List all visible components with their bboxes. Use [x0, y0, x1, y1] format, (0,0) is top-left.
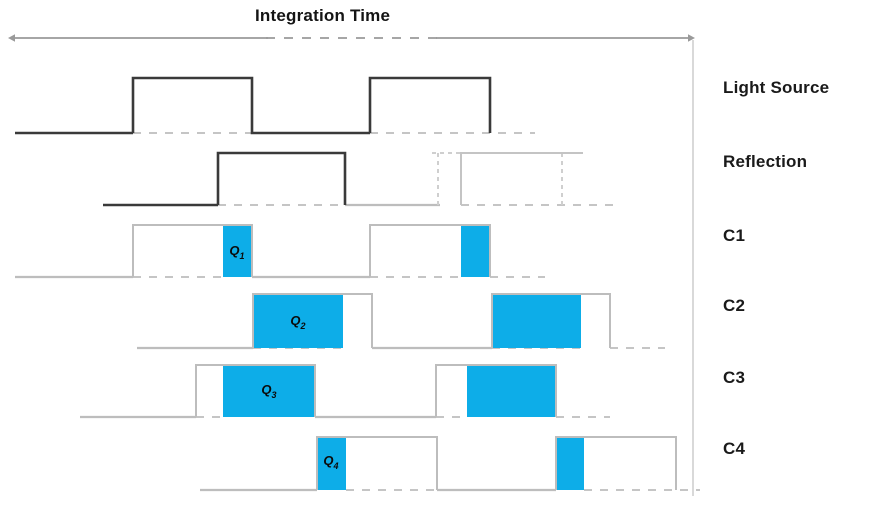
- row-label-reflection: Reflection: [723, 152, 808, 171]
- waveform-c4: [200, 436, 700, 492]
- charge-fill-q4: [317, 437, 346, 490]
- charge-fill-q2: [253, 294, 343, 348]
- waveform-c3: [80, 364, 610, 419]
- charge-fill-c2-b: [492, 294, 581, 348]
- charge-fill-c4-b: [556, 437, 584, 490]
- row-label-light-source: Light Source: [723, 78, 830, 97]
- row-label-c3: C3: [723, 368, 746, 387]
- integration-time-title: Integration Time: [255, 6, 391, 25]
- charge-fill-q3: [223, 365, 315, 417]
- waveform-c2: [137, 293, 665, 350]
- waveform-reflection: [103, 151, 615, 207]
- row-label-c4: C4: [723, 439, 746, 458]
- charge-fill-c1-b: [461, 225, 490, 277]
- waveform-light-source: [15, 76, 535, 135]
- row-label-c2: C2: [723, 296, 746, 315]
- waveform-c1: [15, 224, 545, 279]
- charge-fill-c3-b: [467, 365, 556, 417]
- charge-fill-q1: [223, 225, 252, 277]
- row-label-c1: C1: [723, 226, 746, 245]
